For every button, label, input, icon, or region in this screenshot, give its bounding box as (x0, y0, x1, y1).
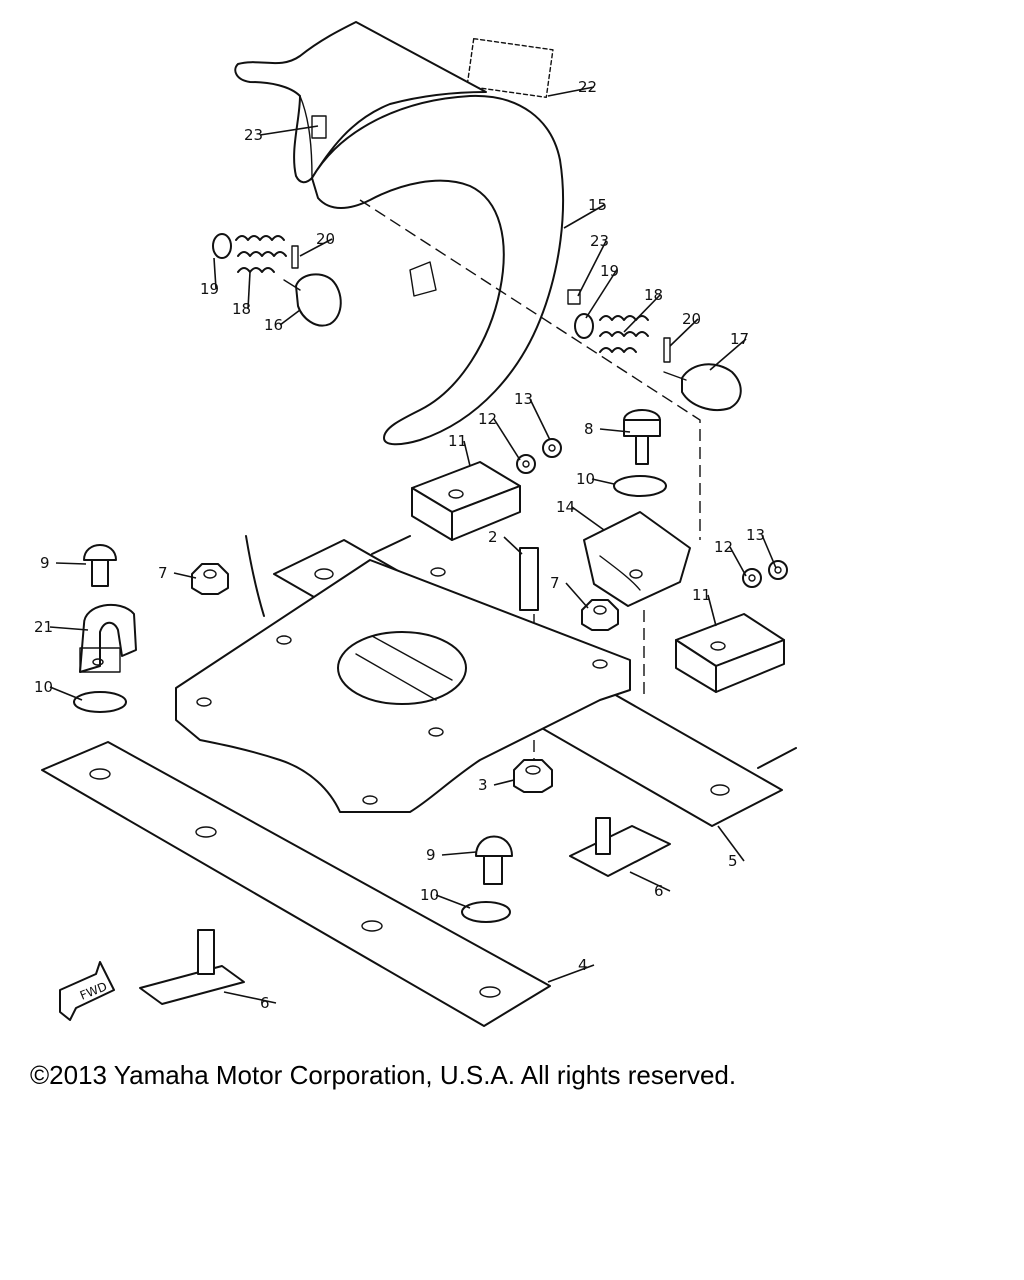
callout-c4: 4 (578, 956, 588, 974)
leader-line-c10c (435, 894, 471, 909)
callout-c20a: 20 (316, 230, 335, 248)
callout-c9a: 9 (40, 554, 50, 572)
callout-c23b: 23 (590, 232, 609, 250)
part-9-bolt-left (83, 544, 117, 587)
part-22-label-plate (466, 37, 554, 99)
callout-c2: 2 (488, 528, 498, 546)
callout-c16: 16 (264, 316, 283, 334)
left-knob-assembly (212, 233, 342, 327)
leader-line-c10a (591, 478, 615, 485)
callout-c11a: 11 (448, 432, 467, 450)
base-plate (175, 535, 631, 813)
leader-line-c11b (707, 594, 717, 627)
parts-diagram: FWD 222315202319181619182017131281110142… (34, 21, 797, 1027)
leader-line-c6a (629, 871, 671, 892)
callout-c10b: 10 (34, 678, 53, 696)
leader-line-c6b (223, 991, 277, 1004)
callout-c19b: 19 (600, 262, 619, 280)
leader-line-c18a (247, 271, 251, 310)
leader-line-c3 (493, 779, 515, 786)
callout-c6b: 6 (260, 994, 270, 1012)
copyright-notice: ©2013 Yamaha Motor Corporation, U.S.A. A… (30, 1060, 737, 1090)
part-4-plate (41, 741, 551, 1027)
callout-c21: 21 (34, 618, 53, 636)
callout-c22: 22 (578, 78, 597, 96)
leader-line-c23a (259, 125, 319, 136)
part-10-washer-upper (613, 475, 667, 497)
leader-line-c20a (299, 238, 333, 257)
part-6-tbolt-left (139, 929, 245, 1005)
callout-c10a: 10 (576, 470, 595, 488)
leader-line-c7a (173, 572, 197, 579)
part-10-washer-left (73, 691, 127, 713)
part-3-nut (513, 759, 553, 793)
part-12-13-upper (516, 438, 562, 474)
callout-c23a: 23 (244, 126, 263, 144)
part-12-13-lower (742, 560, 788, 588)
callout-c18b: 18 (644, 286, 663, 304)
leader-line-c17 (709, 338, 747, 371)
callout-c15: 15 (588, 196, 607, 214)
leader-line-c15 (563, 204, 605, 229)
leader-line-c20b (669, 318, 699, 347)
leader-line-c10b (49, 686, 83, 701)
callout-c12a: 12 (478, 410, 497, 428)
leader-line-c5 (717, 825, 745, 862)
leader-line-c19a (213, 257, 217, 290)
part-7-nut-right (581, 599, 619, 631)
callout-c8: 8 (584, 420, 594, 438)
part-10-washer-lower (461, 901, 511, 923)
callout-c13a: 13 (514, 390, 533, 408)
leader-line-c11a (463, 440, 471, 467)
leader-line-c4 (547, 964, 595, 983)
callout-c5: 5 (728, 852, 738, 870)
leader-line-c14 (571, 506, 605, 531)
callout-c7a: 7 (158, 564, 168, 582)
leader-line-c8 (599, 428, 631, 433)
leader-line-c13a (529, 398, 551, 441)
part-2-stud (519, 547, 539, 611)
leader-line-c23b (577, 240, 607, 297)
callout-c17: 17 (730, 330, 749, 348)
callout-c6a: 6 (654, 882, 664, 900)
leader-line-c16 (279, 309, 301, 326)
leader-line-c22 (547, 86, 595, 97)
leader-line-c9a (55, 562, 87, 565)
part-9-bolt-lower (475, 835, 513, 885)
part-21-clamp (79, 604, 137, 673)
leader-line-c12b (729, 546, 747, 577)
leader-line-c12a (493, 418, 521, 461)
part-8-bolt (623, 409, 661, 465)
leader-line-c9b (441, 851, 477, 856)
callout-c19a: 19 (200, 280, 219, 298)
leader-line-c19b (585, 270, 617, 319)
callout-c18a: 18 (232, 300, 251, 318)
part-7-nut-left (191, 563, 229, 595)
callout-c14: 14 (556, 498, 575, 516)
callout-c3: 3 (478, 776, 488, 794)
leader-line-c18b (623, 294, 661, 333)
part-11-pad-lower (675, 613, 785, 693)
leader-line-c7b (565, 582, 589, 609)
callout-c11b: 11 (692, 586, 711, 604)
leader-line-c2 (503, 536, 523, 555)
callout-c10c: 10 (420, 886, 439, 904)
callout-c9b: 9 (426, 846, 436, 864)
right-knob-assembly (567, 289, 742, 411)
callout-c13b: 13 (746, 526, 765, 544)
fwd-arrow-icon: FWD (59, 961, 115, 1021)
part-14-bracket (583, 511, 691, 607)
center-line (359, 199, 701, 540)
leader-line-c13b (761, 534, 777, 569)
callout-c20b: 20 (682, 310, 701, 328)
part-6-tbolt-right (569, 817, 671, 877)
callout-c12b: 12 (714, 538, 733, 556)
part-11-pad-upper (411, 461, 521, 541)
callout-c7b: 7 (550, 574, 560, 592)
leader-line-c21 (49, 626, 89, 631)
part-15-shell (234, 21, 565, 446)
